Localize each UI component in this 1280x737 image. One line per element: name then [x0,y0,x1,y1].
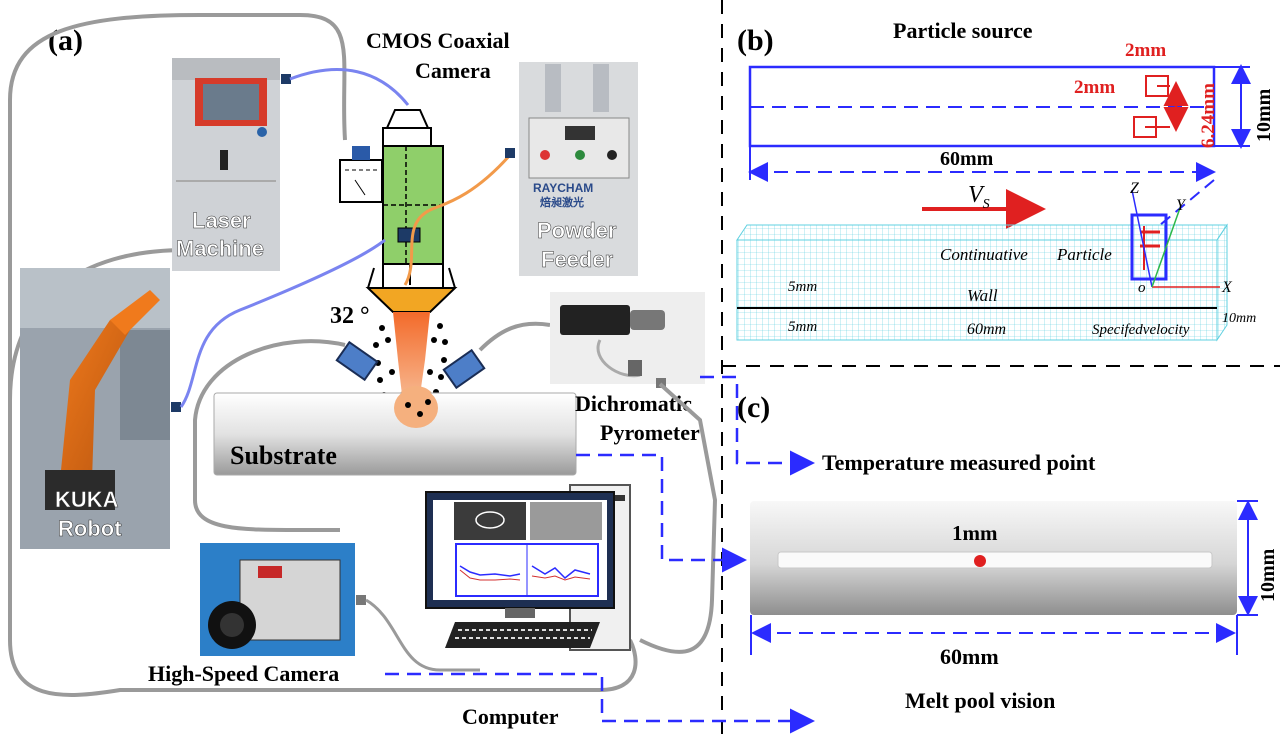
melt-pool-vision-label: Melt pool vision [905,688,1055,713]
five-mm-label-2: 5mm [788,319,817,335]
axis-x: X [1221,279,1233,296]
high-speed-camera-cable [365,598,480,672]
high-speed-camera-photo [200,543,366,656]
pyrometer-to-computer-cable [639,382,718,654]
velocity-label: VS [968,182,990,212]
computer-label: Computer [462,704,559,729]
one-mm-label: 1mm [952,521,998,545]
particle-source-label: Particle source [893,18,1033,43]
dim-10mm-label: 10mm [1253,88,1275,142]
axis-o: o [1138,280,1146,296]
zoom-line [1159,179,1215,226]
coaxial-camera-label-2: Camera [415,58,491,83]
laser-cladding-head [339,109,458,313]
continuative-label: Continuative [940,245,1028,264]
kuka-label-1: KUKA [55,487,119,512]
substrate-block: Substrate [213,388,577,476]
right-pyrometer-head [442,348,486,390]
left-camera-cable [193,339,346,532]
powder-brand-cn: 焙昶激光 [540,195,584,209]
sixty-mm-label: 60mm [967,321,1006,338]
high-speed-camera-label: High-Speed Camera [148,661,339,686]
dim-624mm: 6.24mm [1198,83,1219,148]
laser-fiber [289,68,410,106]
powder-label-2: Feeder [541,247,614,272]
top-cable-loop [8,13,347,400]
angle-label: 32 ° [330,303,370,329]
axis-z: Z [1130,180,1140,197]
particle-label: Particle [1056,245,1112,264]
melt-pool-bar [750,501,1237,615]
bar-60mm-label: 60mm [940,644,999,669]
powder-hose [403,154,512,286]
temp-point-label: Temperature measured point [822,450,1096,475]
powder-feeder-photo: RAYCHAM 焙昶激光 Powder Feeder [519,62,638,276]
pyrometer-photo [550,292,705,388]
dim-2mm-top: 2mm [1125,40,1166,61]
pyrometer-cable [478,321,551,352]
panel-c-label: (c) [737,391,770,424]
substrate-label: Substrate [230,441,337,470]
laser-label-2: Machine [176,236,264,261]
particle-source-plan [748,65,1216,148]
bar-10mm-label: 10mm [1257,548,1279,602]
arrow-pyrometer-to-temp [700,375,815,476]
robot-blue-cable [179,238,386,408]
dim-2mm-left: 2mm [1074,77,1115,98]
kuka-label-2: Robot [58,516,122,541]
arrow-camera-to-meltpool [385,672,815,734]
left-ccd-camera [335,340,379,382]
laser-label-1: Laser [192,208,251,233]
laser-machine-photo: Laser Machine [172,58,291,271]
axis-y: Y [1176,197,1187,214]
computer-illustration [425,484,631,651]
dim-60mm-label: 60mm [940,148,994,170]
kuka-robot-photo: KUKA Robot [20,268,181,549]
wall-label: Wall [967,286,998,305]
specified-velocity-label: Specifedvelocity [1092,322,1190,338]
arrow-substrate-to-melt [576,453,747,573]
simulation-mesh-block [736,189,1228,342]
powder-brand: RAYCHAM [533,181,593,195]
coaxial-camera-label-1: CMOS Coaxial [366,28,510,53]
powder-label-1: Powder [537,218,617,243]
panel-b-label: (b) [737,24,774,57]
pyrometer-label-2: Pyrometer [600,420,700,445]
temperature-point [974,555,986,567]
ten-mm-side-label: 10mm [1222,311,1256,326]
five-mm-label-1: 5mm [788,279,817,295]
